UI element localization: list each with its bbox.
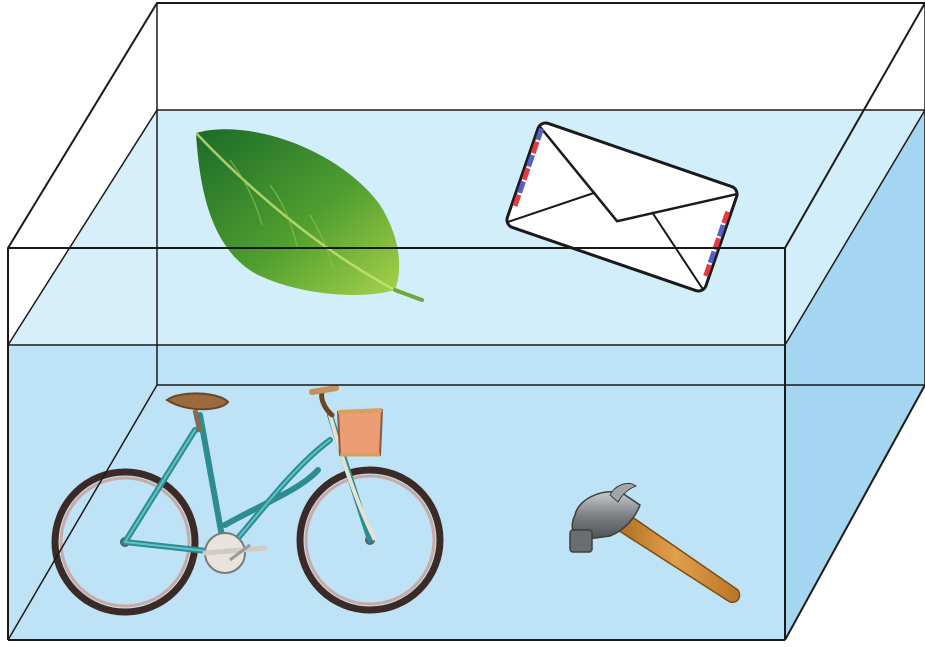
water-surface <box>8 110 925 345</box>
water-front <box>8 345 785 640</box>
water <box>8 110 925 640</box>
basket <box>338 410 382 455</box>
